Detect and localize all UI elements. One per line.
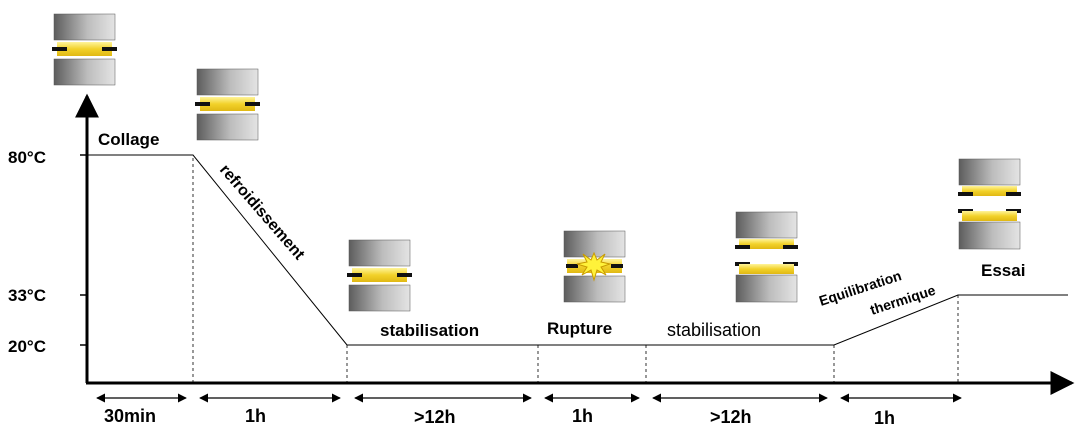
assembly-icon — [52, 13, 117, 86]
temp-label-80: 80°C — [8, 148, 46, 167]
duration-label-6: 1h — [874, 408, 895, 426]
assembly-icon — [195, 68, 260, 141]
assembly-icon — [735, 211, 798, 303]
duration-label-2: 1h — [245, 406, 266, 426]
duration-label-4: 1h — [572, 406, 593, 426]
temp-label-33: 33°C — [8, 286, 46, 305]
break-burst-icon — [576, 251, 612, 282]
duration-label-5: >12h — [710, 407, 752, 426]
assembly-icon — [958, 158, 1021, 250]
step-label-refroidissement: refroidissement — [216, 161, 308, 263]
duration-label-1: 30min — [104, 406, 156, 426]
step-label-rupture: Rupture — [547, 319, 612, 338]
step-label-collage: Collage — [98, 130, 159, 149]
assembly-icon — [347, 239, 412, 312]
temperature-profile-line — [87, 154, 1068, 346]
duration-label-3: >12h — [414, 407, 456, 426]
temp-label-20: 20°C — [8, 337, 46, 356]
assembly-icon — [563, 230, 626, 303]
phase-dividers — [192, 158, 959, 383]
step-label-stabilisation-1: stabilisation — [380, 321, 479, 340]
step-label-essai: Essai — [981, 261, 1025, 280]
step-label-stabilisation-2: stabilisation — [667, 320, 761, 340]
